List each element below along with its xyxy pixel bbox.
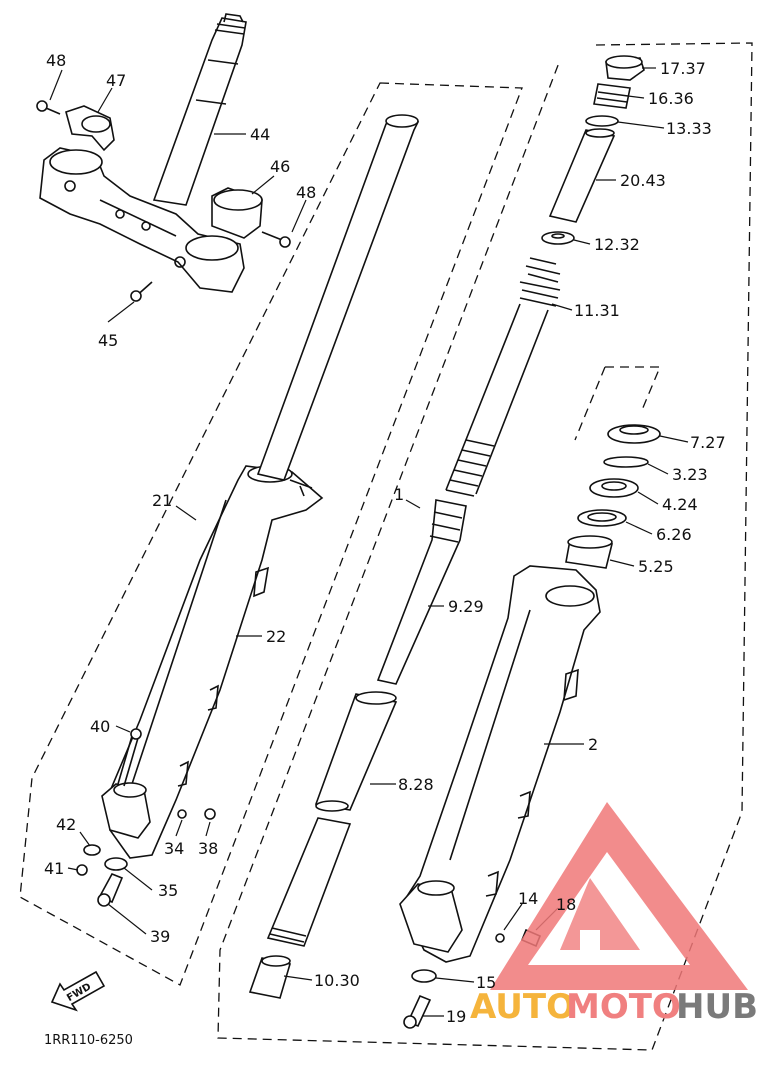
bolt-48-right (261, 231, 291, 248)
cable-guide-clamp (65, 105, 115, 152)
axle-holder-right (399, 880, 463, 953)
axle-holder-left (101, 782, 151, 839)
callout-7-27: 7.27 (690, 433, 726, 452)
callout-40: 40 (90, 717, 110, 736)
leader-lines (49, 67, 689, 1017)
callout-10-30: 10.30 (314, 971, 360, 990)
bushing-10 (248, 955, 292, 999)
callout-11-31: 11.31 (574, 301, 620, 320)
assembly-outline-right (217, 42, 753, 1051)
callout-48-top: 48 (46, 51, 66, 70)
callout-8-28: 8.28 (398, 775, 434, 794)
callout-2: 2 (588, 735, 598, 754)
callout-39: 39 (150, 927, 170, 946)
callout-12-32: 12.32 (594, 235, 640, 254)
cap-bolt-17 (605, 55, 645, 81)
bushing-5 (565, 535, 614, 569)
spring-seat-12 (541, 231, 575, 245)
callout-41: 41 (44, 859, 64, 878)
diagram-code: 1RR110-6250 (44, 1033, 133, 1048)
inner-tube-lower (266, 817, 352, 947)
callout-13-33: 13.33 (666, 119, 712, 138)
svg-text:MOTO: MOTO (566, 987, 681, 1027)
svg-text:HUB: HUB (676, 987, 758, 1027)
callout-15: 15 (476, 973, 496, 992)
o-ring-16 (593, 83, 631, 109)
fork-tube-21 (256, 114, 420, 481)
callout-38: 38 (198, 839, 218, 858)
callout-20-43: 20.43 (620, 171, 666, 190)
spring-upper (445, 257, 561, 495)
callout-46: 46 (270, 157, 290, 176)
callout-42: 42 (56, 815, 76, 834)
callout-48-right: 48 (296, 183, 316, 202)
callout-9-29: 9.29 (448, 597, 484, 616)
svg-text:AUTO: AUTO (470, 987, 575, 1027)
callout-45: 45 (98, 331, 118, 350)
oil-seal-4 (589, 478, 639, 498)
assembly-outline-oil-seal (574, 366, 661, 441)
watermark-text: AUTO MOTO HUB (470, 987, 758, 1027)
fwd-arrow: FWD (50, 970, 106, 1012)
small-parts-left (76, 808, 216, 907)
bearing-race-46 (211, 187, 263, 239)
spacer-20 (548, 128, 616, 223)
bolt-45 (130, 281, 153, 302)
callout-35: 35 (158, 881, 178, 900)
callout-34: 34 (164, 839, 184, 858)
washer-6 (577, 509, 627, 527)
rod-tube-8 (314, 691, 398, 812)
outer-tube-right (401, 565, 601, 963)
callout-44: 44 (250, 125, 270, 144)
spring-lower (445, 439, 495, 497)
watermark-logo (490, 802, 748, 990)
bolt-48-top (36, 100, 61, 115)
callout-5-25: 5.25 (638, 557, 674, 576)
callout-3-23: 3.23 (672, 465, 708, 484)
callout-17-37: 17.37 (660, 59, 706, 78)
callout-21: 21 (152, 491, 172, 510)
callout-19: 19 (446, 1007, 466, 1026)
callout-6-26: 6.26 (656, 525, 692, 544)
callout-1: 1 (394, 485, 404, 504)
steering-stem (152, 13, 247, 206)
callout-18: 18 (556, 895, 576, 914)
callout-14: 14 (518, 889, 538, 908)
callout-47: 47 (106, 71, 126, 90)
bolt-40 (117, 728, 142, 787)
washer-13 (585, 115, 619, 127)
callout-16-36: 16.36 (648, 89, 694, 108)
assembly-outline-left (19, 82, 523, 986)
callout-labels: 48 47 44 46 48 45 21 1 22 40 42 34 38 41… (44, 51, 726, 1026)
callout-22: 22 (266, 627, 286, 646)
dust-seal-7 (607, 424, 661, 444)
retaining-clip-3 (603, 456, 649, 468)
damper-rod-9 (376, 499, 467, 685)
lower-bracket (39, 147, 245, 293)
callout-4-24: 4.24 (662, 495, 698, 514)
